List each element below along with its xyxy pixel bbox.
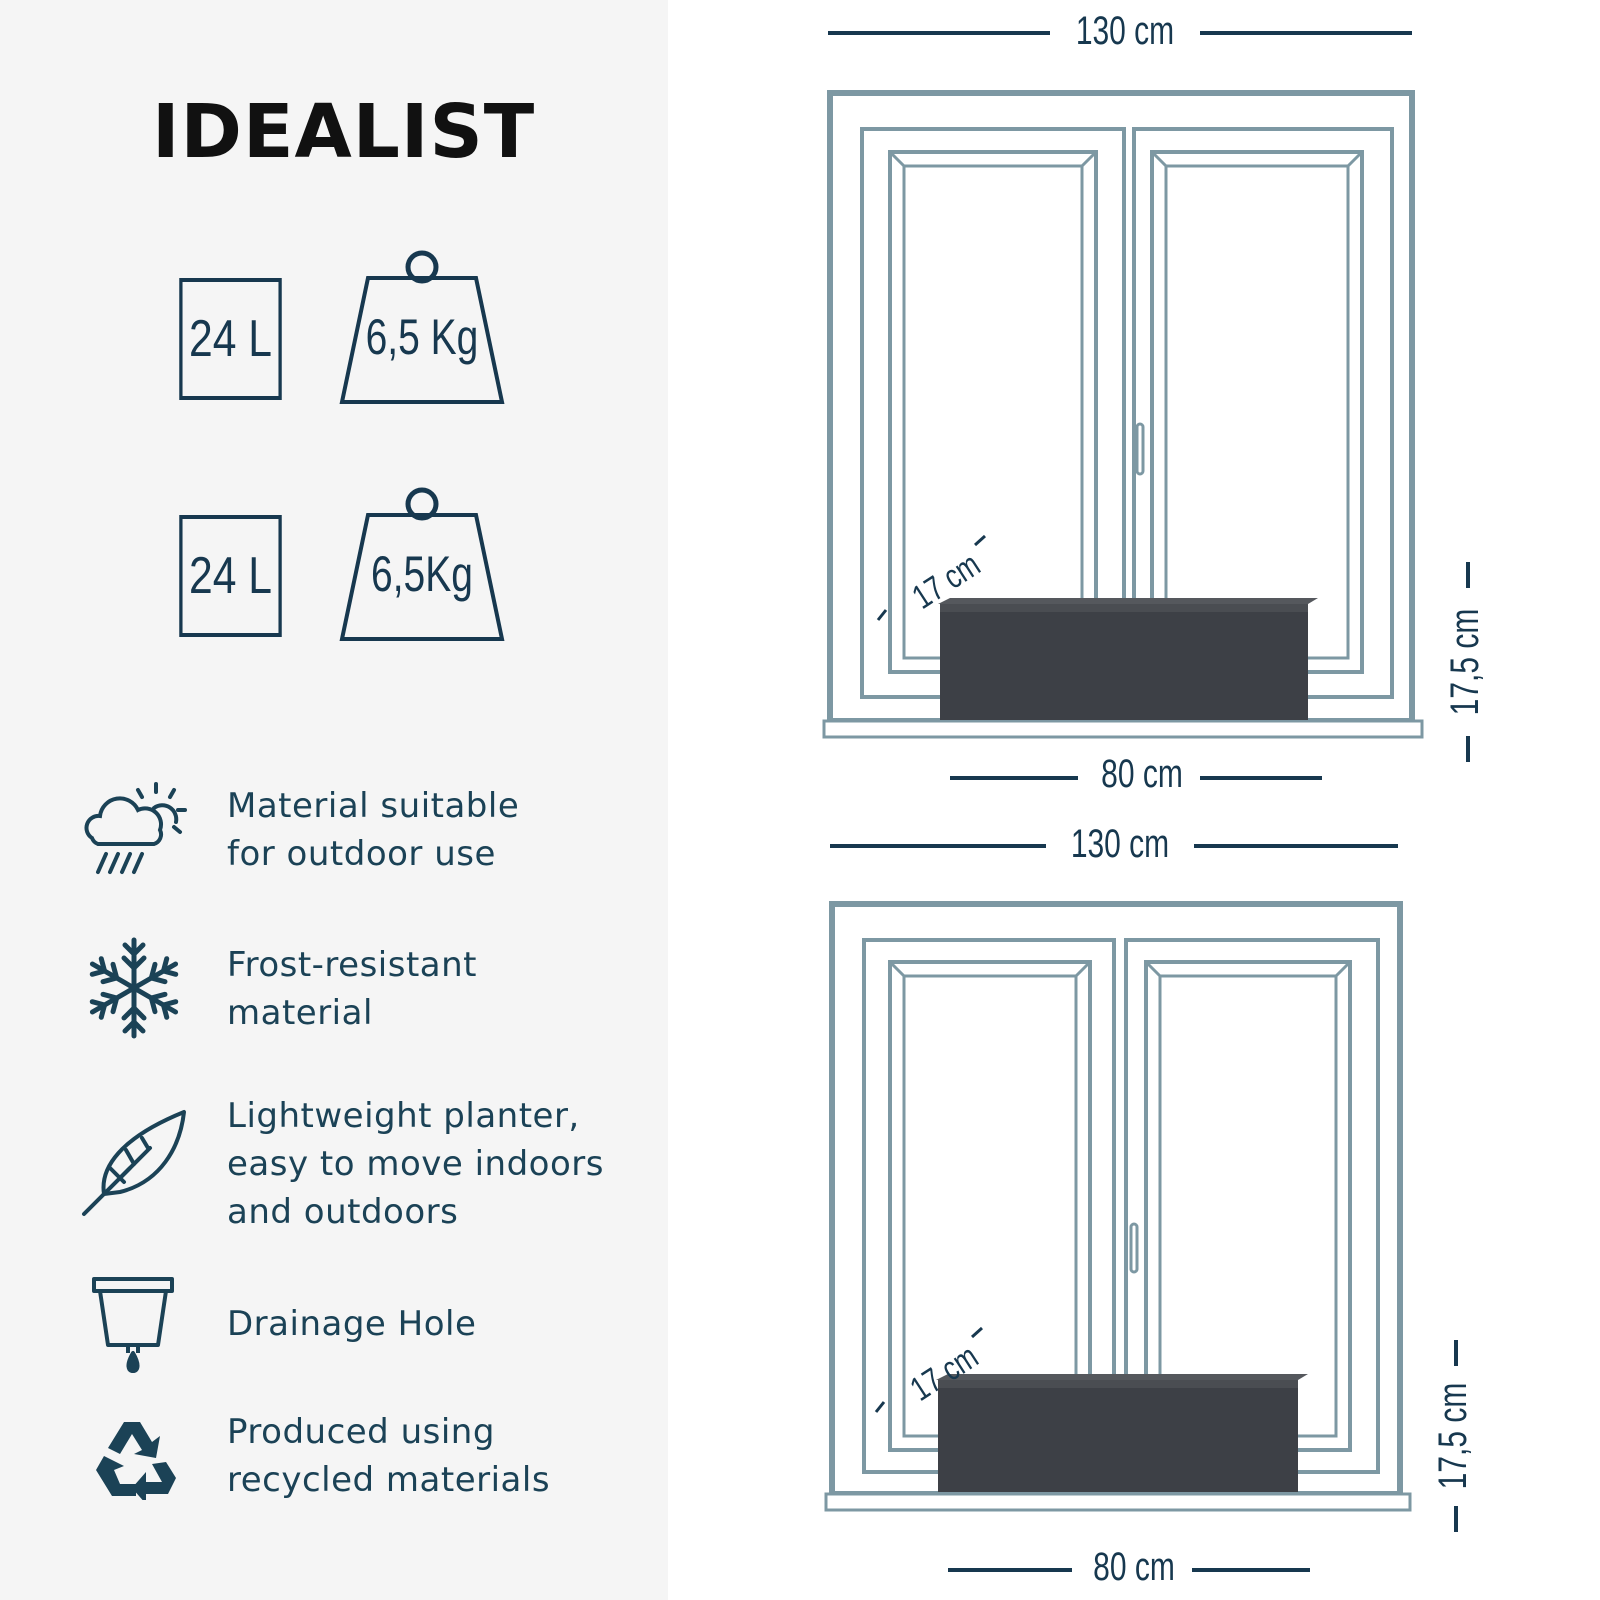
weight-label: 6,5Kg [371, 546, 473, 602]
feature-text-drainage: Drainage Hole [227, 1304, 477, 1344]
planter-height-label: 17,5 cm [1431, 1383, 1475, 1490]
window-width-label: 130 cm [1071, 822, 1169, 866]
pane-right-outer [1150, 150, 1364, 674]
window-sill [822, 719, 1424, 739]
weight-icon: 6,5Kg [338, 487, 506, 643]
window-diagram: 130 cm 17 cm 80 cm 17,5 cm [824, 822, 1475, 1589]
pane-right-inner [1164, 164, 1350, 660]
weight-icon: 6,5 Kg [338, 250, 506, 406]
planter-length-label: 80 cm [1093, 1545, 1175, 1589]
volume-box: 24 L [179, 515, 282, 637]
volume-label: 24 L [189, 547, 272, 605]
recycle-icon [90, 1418, 180, 1505]
snowflake-icon [84, 935, 184, 1046]
window-handle [1129, 1222, 1139, 1274]
planter-height-label: 17,5 cm [1443, 609, 1487, 716]
feature-text-recycled: Produced using recycled materials [227, 1412, 551, 1500]
weather-icon [82, 780, 192, 885]
window-diagram: 130 cm 17 cm 80 cm 17,5 cm [822, 9, 1487, 796]
planter-box [938, 598, 1318, 720]
feature-text-lightweight: Lightweight planter, easy to move indoor… [227, 1096, 604, 1232]
pane-right-inner [1158, 974, 1338, 1438]
planter-length-label: 80 cm [1101, 752, 1183, 796]
window-width-label: 130 cm [1076, 9, 1174, 53]
volume-box: 24 L [179, 278, 282, 400]
feature-text-outdoor: Material suitable for outdoor use [227, 786, 520, 874]
feather-icon [80, 1108, 190, 1223]
weight-label: 6,5 Kg [365, 309, 479, 365]
window-sill [824, 1492, 1412, 1512]
volume-label: 24 L [189, 310, 272, 368]
drainage-pot-icon [90, 1275, 180, 1380]
planter-box [936, 1374, 1308, 1492]
window-handle [1135, 422, 1145, 476]
feature-text-frost: Frost-resistant material [227, 945, 477, 1033]
brand-logo: IDEALIST [152, 89, 536, 175]
